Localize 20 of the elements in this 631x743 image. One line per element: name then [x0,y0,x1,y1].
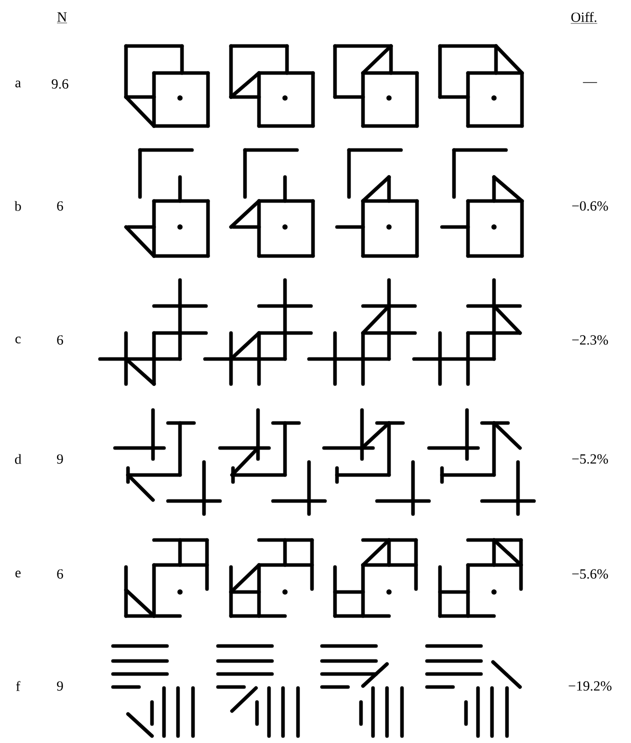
difference-value: −2.3% [572,335,608,345]
difference-value: −5.2% [572,454,608,464]
count-value: 6 [57,201,64,211]
column-header: N [56,12,68,24]
row-letter: e [15,570,21,578]
difference-value: −0.6% [572,201,608,211]
row-letter: d [15,454,22,464]
count-value: 6 [57,569,64,579]
difference-value: — [582,82,598,83]
count-value: 9 [56,681,63,691]
row-letter: b [14,201,21,211]
row-letter: a [15,80,21,88]
count-value: 9 [56,454,63,464]
difference-value: −5.6% [572,569,608,579]
row-letter: f [16,681,20,691]
count-value: 9.6 [52,79,68,89]
column-header: Oiff. [570,12,598,24]
row-letter: c [15,336,21,344]
difference-value: −19.2% [568,681,612,691]
count-value: 6 [57,335,64,345]
